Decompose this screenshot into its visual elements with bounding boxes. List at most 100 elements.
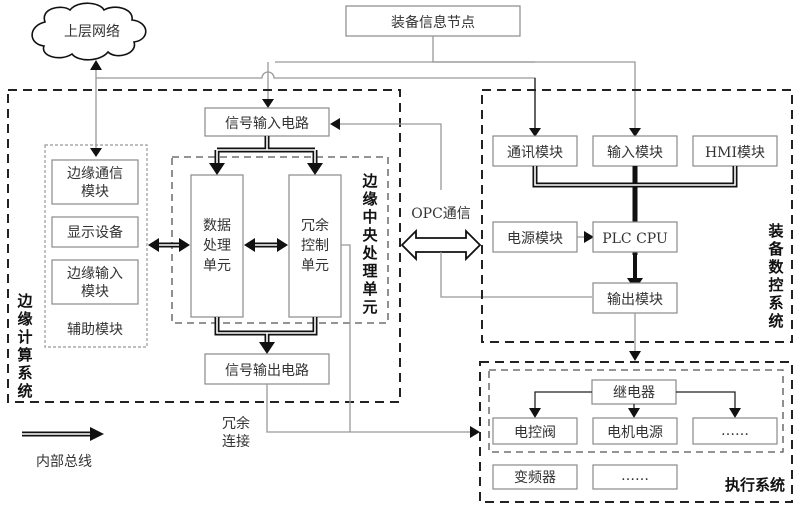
svg-text:控制: 控制 xyxy=(301,238,329,254)
svg-text:元: 元 xyxy=(362,298,377,316)
svg-text:算: 算 xyxy=(17,346,32,364)
vfd-box xyxy=(492,464,578,490)
relay-label: 继电器 xyxy=(613,385,655,401)
redundancy-control-unit-label: 冗余 xyxy=(301,217,329,234)
svg-text:控: 控 xyxy=(768,276,783,294)
display-device-box xyxy=(51,216,139,248)
svg-text:处: 处 xyxy=(361,244,378,262)
edge-comm-module-box xyxy=(51,159,139,205)
equipment-info-node-label: 装备信息节点 xyxy=(391,14,475,31)
data-processing-unit-label: 数据 xyxy=(203,218,231,234)
svg-text:中: 中 xyxy=(362,208,377,226)
power-module-box xyxy=(492,221,578,253)
internal-bus-input xyxy=(209,136,323,175)
output-module-label: 输出模块 xyxy=(607,292,663,308)
upper-network-label: 上层网络 xyxy=(64,24,120,40)
svg-text:系: 系 xyxy=(17,364,32,382)
svg-text:连接: 连接 xyxy=(222,433,250,450)
svg-text:单: 单 xyxy=(362,280,377,298)
redundancy-link-line xyxy=(341,244,351,432)
arrow-head xyxy=(529,128,541,137)
svg-text:央: 央 xyxy=(362,226,378,244)
edge-comm-module-label: 边缘通信 xyxy=(67,166,123,182)
opc-double-arrow xyxy=(400,228,482,262)
svg-text:统: 统 xyxy=(17,382,32,400)
arrow-head xyxy=(90,148,102,157)
legend-internal-bus-arrow xyxy=(22,427,104,441)
upper-network-link-line xyxy=(95,62,536,134)
svg-text:系: 系 xyxy=(768,294,783,312)
equipment-info-node-box xyxy=(345,5,521,37)
svg-text:统: 统 xyxy=(768,312,783,330)
arrow-head xyxy=(262,99,274,108)
other-actuator-label: …… xyxy=(721,423,749,439)
motor-power-label: 电机电源 xyxy=(607,425,663,441)
motor-power-box xyxy=(592,417,678,445)
plc-cpu-label: PLC CPU xyxy=(602,231,668,247)
signal-input-circuit-box xyxy=(204,107,330,137)
opc-communication-label: OPC通信 xyxy=(411,206,471,222)
electric-valve-label: 电控阀 xyxy=(514,425,556,441)
execution-system-frame xyxy=(479,361,793,503)
edge-computing-system-label: 边 缘 计 算 系 统 xyxy=(16,292,33,400)
internal-bus-output xyxy=(214,317,318,354)
arrow-head xyxy=(90,60,102,70)
svg-text:处理: 处理 xyxy=(203,238,231,254)
svg-text:装: 装 xyxy=(767,222,784,240)
display-device-label: 显示设备 xyxy=(67,224,123,241)
svg-text:边: 边 xyxy=(361,172,378,190)
legend-internal-bus-label: 内部总线 xyxy=(36,454,92,470)
arrow-head xyxy=(629,351,641,361)
opc-to-signal-input-line xyxy=(338,123,442,190)
cnc-system-frame xyxy=(481,89,793,343)
central-unit-frame xyxy=(171,156,389,324)
svg-text:缘: 缘 xyxy=(362,190,377,208)
comm-module-box xyxy=(492,135,578,167)
execution-system-label: 执行系统 xyxy=(725,476,785,494)
redundant-connection-line xyxy=(266,384,472,433)
arrow-head xyxy=(330,118,340,130)
hmi-module-label: HMI模块 xyxy=(705,145,765,161)
svg-text:数: 数 xyxy=(768,258,784,276)
relay-to-valve-line xyxy=(534,391,592,410)
signal-input-circuit-label: 信号输入电路 xyxy=(225,116,309,132)
other-device-box xyxy=(592,464,678,490)
edge-computing-system-frame xyxy=(7,89,401,403)
signal-output-circuit-box xyxy=(204,353,330,385)
power-module-label: 电源模块 xyxy=(507,231,563,247)
hmi-module-box xyxy=(692,135,778,167)
plc-cpu-box xyxy=(592,221,678,253)
svg-text:缘: 缘 xyxy=(17,310,32,328)
other-device-label: …… xyxy=(621,468,649,484)
arrow-head xyxy=(529,408,541,418)
aux-modules-frame xyxy=(44,144,148,348)
arrow-head xyxy=(628,408,640,418)
arrow-head xyxy=(629,128,641,137)
signal-output-circuit-label: 信号输出电路 xyxy=(225,363,309,379)
svg-text:理: 理 xyxy=(362,262,377,280)
relay-to-other-line xyxy=(676,391,736,410)
svg-text:备: 备 xyxy=(767,240,784,258)
central-unit-label: 边 缘 中 央 处 理 单 元 xyxy=(361,172,378,316)
input-module-box xyxy=(592,135,678,167)
redundancy-control-unit-box xyxy=(288,174,342,318)
aux-modules-label: 辅助模块 xyxy=(67,322,123,338)
comm-module-label: 通讯模块 xyxy=(507,145,563,161)
data-redundancy-bus-arrow xyxy=(244,238,288,252)
data-processing-unit-box xyxy=(190,174,244,318)
electric-valve-box xyxy=(492,417,578,445)
svg-text:模块: 模块 xyxy=(81,284,109,300)
svg-text:计: 计 xyxy=(17,328,32,346)
input-module-label: 输入模块 xyxy=(607,145,663,161)
cnc-system-label: 装 备 数 控 系 统 xyxy=(767,222,784,330)
relay-group-frame xyxy=(488,369,784,453)
opc-to-output-module-line xyxy=(440,252,592,298)
svg-text:边: 边 xyxy=(16,292,33,310)
arrow-head xyxy=(729,408,741,418)
svg-text:单元: 单元 xyxy=(301,258,329,274)
output-module-box xyxy=(592,282,678,314)
edge-input-module-label: 边缘输入 xyxy=(67,266,123,282)
vfd-label: 变频器 xyxy=(514,470,556,486)
redundant-connection-label: 冗余 xyxy=(222,415,250,432)
